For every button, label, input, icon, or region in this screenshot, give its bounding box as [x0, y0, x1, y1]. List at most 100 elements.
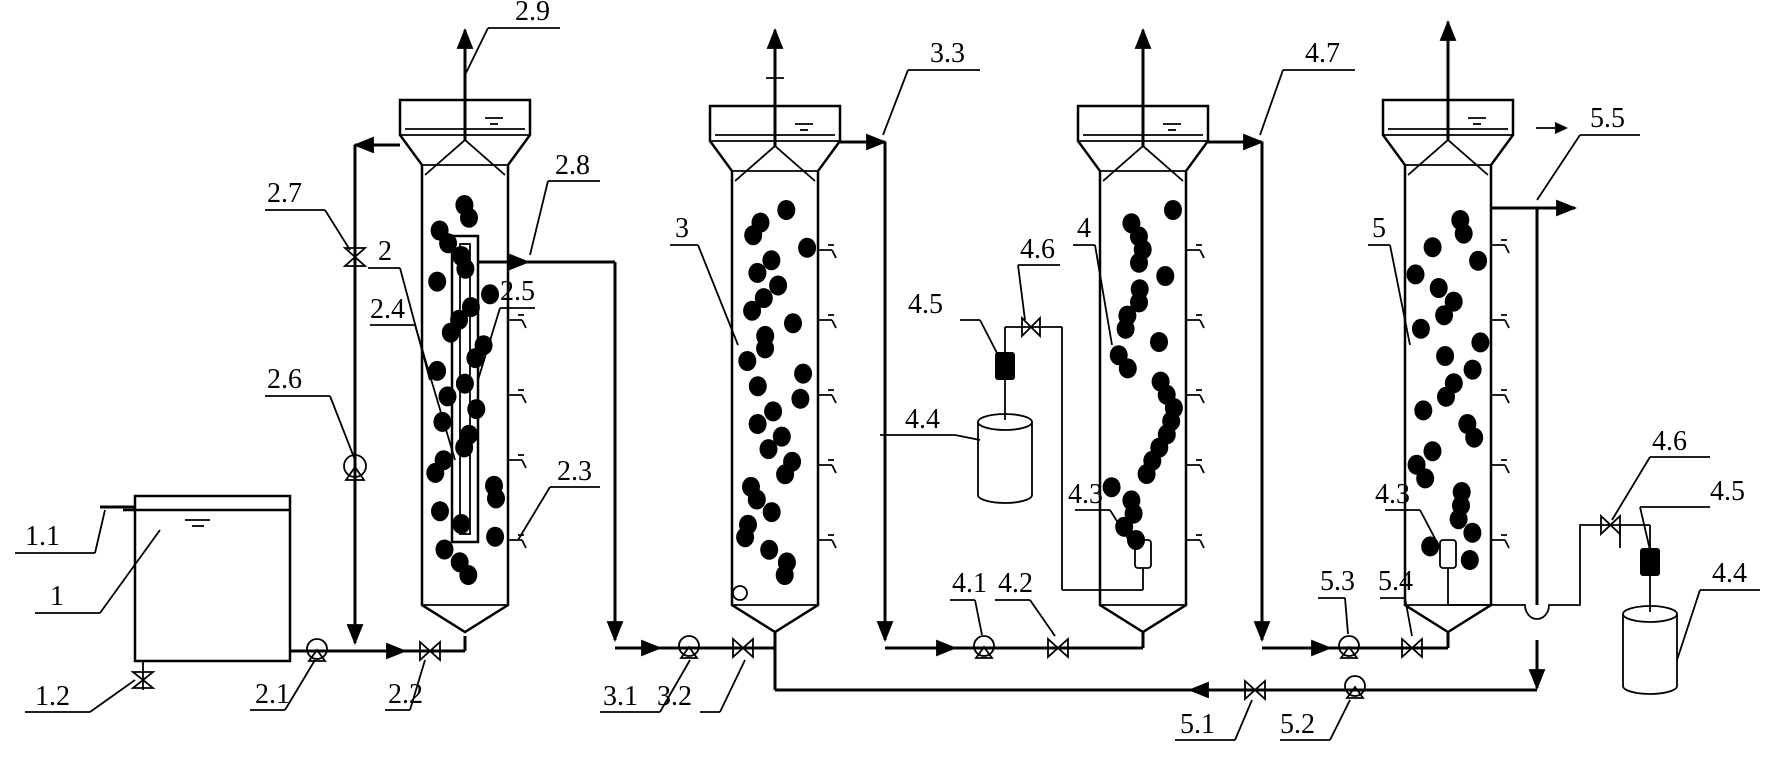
media-particle: [1414, 400, 1433, 421]
media-particle: [1437, 386, 1455, 407]
media-particle: [487, 488, 505, 509]
labels: 1.1 1 1.2 2.1 2.2 2.6 2.7 2.4 2 2.5 2.8 …: [25, 0, 1747, 740]
media-particle: [1115, 516, 1134, 537]
reactor-5-effluent-and-return: [773, 122, 1578, 702]
sampling-tap: [1491, 389, 1510, 404]
media-particle: [1471, 332, 1490, 353]
sampling-tap: [1186, 314, 1205, 329]
media-particle: [754, 288, 773, 309]
media-particle: [776, 464, 795, 485]
media-particle: [433, 411, 452, 432]
media-particle: [1102, 477, 1121, 498]
label-5-5: 5.5: [1590, 103, 1625, 134]
label-valve-4-6: 4.6: [1020, 234, 1055, 265]
media-particle: [762, 502, 781, 523]
media-particle: [1436, 346, 1455, 366]
media-particle: [439, 233, 458, 254]
media-particle: [794, 363, 813, 384]
media-particle: [1449, 509, 1468, 530]
media-particle: [738, 351, 757, 371]
label-pump-3-1: 3.1: [603, 681, 638, 712]
label-pump-2-1: 2.1: [255, 679, 290, 710]
media-particle: [1130, 252, 1148, 273]
feed-line-to-reactor-2: [290, 636, 467, 663]
media-particle: [1454, 223, 1473, 244]
media-particle: [1423, 237, 1442, 258]
media-particle: [467, 399, 486, 420]
media-particle: [1130, 292, 1148, 313]
media-particle: [1463, 522, 1482, 543]
label-valve-4-6-b: 4.6: [1652, 426, 1687, 457]
media-particle: [1429, 278, 1448, 298]
media-particle: [466, 348, 485, 369]
media-particle: [1150, 332, 1168, 352]
carrier-media: [426, 195, 1490, 585]
reactor-5: [1381, 19, 1515, 634]
label-2-5: 2.5: [500, 276, 535, 307]
label-4-5: 4.5: [908, 289, 943, 320]
label-reactor-2: 2: [378, 236, 392, 267]
sampling-tap: [1491, 459, 1510, 474]
sampling-tap: [818, 244, 837, 259]
label-2-3: 2.3: [557, 456, 592, 487]
media-particle: [764, 401, 783, 422]
sampling-tap: [508, 534, 527, 549]
media-particle: [1406, 264, 1425, 285]
media-particle: [769, 275, 788, 296]
sampling-tap: [818, 389, 837, 404]
media-particle: [1156, 266, 1175, 286]
media-particle: [426, 462, 445, 483]
label-pump-5-3: 5.3: [1320, 566, 1355, 597]
media-particle: [791, 388, 810, 409]
media-particle: [777, 200, 796, 220]
reactor-3: [708, 27, 842, 634]
sampling-tap: [1186, 389, 1205, 404]
media-particle: [441, 322, 460, 343]
media-particle: [1469, 250, 1488, 271]
aeration-supply-5: [1448, 513, 1678, 695]
sampling-tap: [508, 389, 527, 404]
reactor-4: [1076, 27, 1210, 634]
media-particle: [772, 426, 791, 447]
media-particle: [1465, 427, 1484, 448]
label-valve-5-4: 5.4: [1378, 566, 1413, 597]
sampling-tap: [818, 314, 837, 329]
label-pump-4-1: 4.1: [952, 568, 987, 599]
reactor-2: [398, 27, 532, 634]
media-particle: [775, 565, 794, 585]
label-3-3: 3.3: [930, 38, 965, 69]
media-particle: [455, 437, 474, 458]
media-particle: [1463, 359, 1482, 380]
label-pump-5-2: 5.2: [1280, 709, 1315, 740]
sampling-tap: [1186, 244, 1205, 259]
label-reactor-5: 5: [1372, 213, 1386, 244]
media-particle: [456, 258, 475, 279]
label-valve-2-7: 2.7: [267, 178, 302, 209]
media-particle: [1460, 550, 1479, 570]
label-pump-2-6: 2.6: [267, 364, 302, 395]
label-2-8: 2.8: [555, 150, 590, 181]
label-valve-2-2: 2.2: [388, 679, 423, 710]
media-particle: [748, 414, 767, 434]
media-particle: [1164, 200, 1182, 220]
sampling-tap: [818, 534, 837, 549]
media-particle: [1435, 305, 1454, 326]
sampling-taps: [508, 239, 1510, 549]
media-particle: [435, 539, 454, 560]
label-tank-drain: 1.2: [35, 681, 70, 712]
media-particle: [460, 207, 478, 228]
label-reactor-3: 3: [675, 213, 689, 244]
label-4-5-b: 4.5: [1710, 476, 1745, 507]
label-2-4: 2.4: [370, 294, 405, 325]
label-valve-4-2: 4.2: [998, 568, 1033, 599]
label-4-7: 4.7: [1305, 38, 1340, 69]
label-tank-inlet: 1.1: [25, 521, 60, 552]
media-particle: [1423, 441, 1442, 462]
media-particle: [486, 526, 505, 547]
reactor-4-effluent-line: [1208, 133, 1450, 660]
media-particle: [428, 360, 447, 381]
leader-lines: [15, 27, 1760, 741]
label-4-3: 4.3: [1068, 479, 1103, 510]
media-particle: [748, 262, 767, 283]
media-particle: [759, 439, 778, 460]
